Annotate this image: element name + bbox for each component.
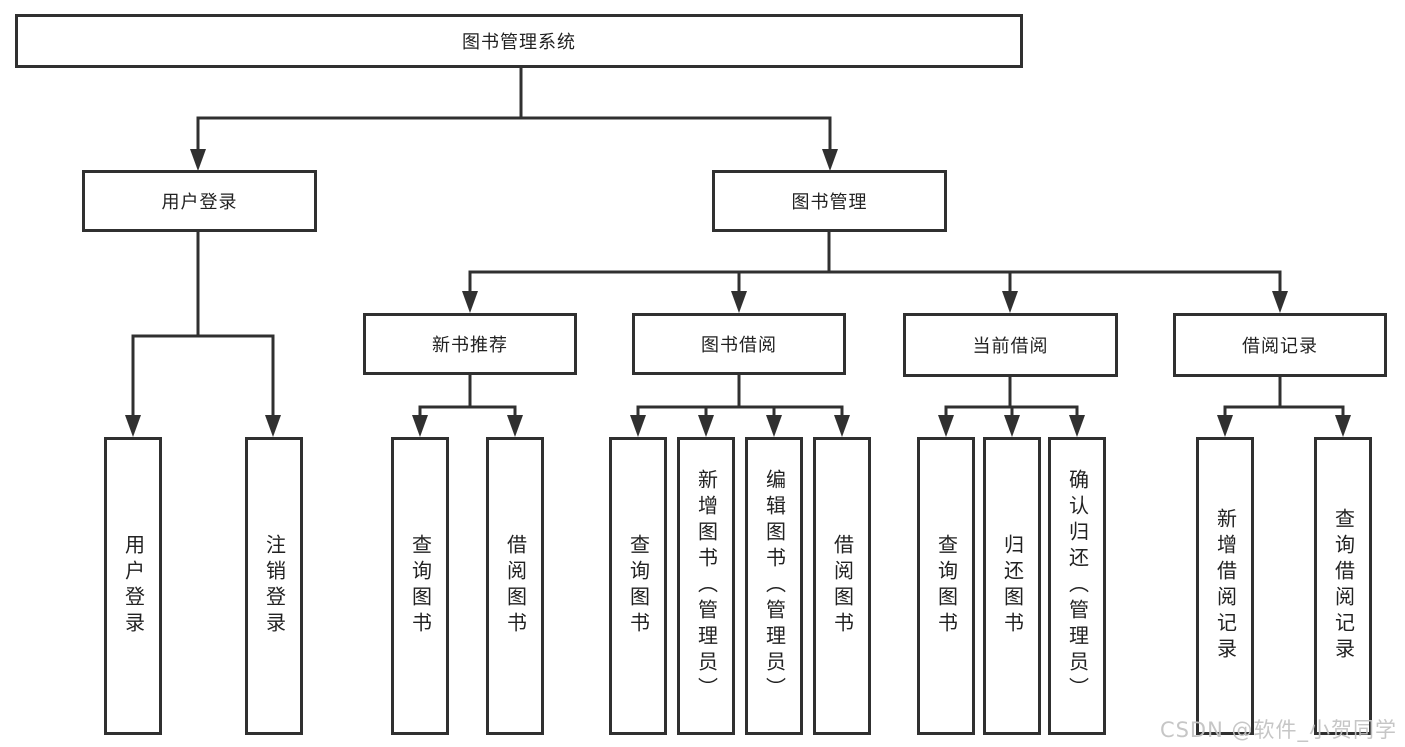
leaf-current-return-books: 归还图书	[983, 437, 1041, 735]
leaf-user-login: 用户登录	[104, 437, 162, 735]
leaf-logout: 注销登录	[245, 437, 303, 735]
node-book-borrow-label: 图书借阅	[701, 335, 777, 356]
node-new-book-recommend-label: 新书推荐	[432, 335, 508, 356]
leaf-record-query-borrow-record: 查询借阅记录	[1314, 437, 1372, 735]
leaf-borrow-query-books: 查询图书	[609, 437, 667, 735]
leaf-record-add-borrow-record: 新增借阅记录	[1196, 437, 1254, 735]
node-current-borrow: 当前借阅	[903, 313, 1118, 377]
node-user-login-label: 用户登录	[161, 192, 238, 213]
node-root-label: 图书管理系统	[462, 32, 576, 53]
leaf-recommend-query-books: 查询图书	[391, 437, 449, 735]
node-new-book-recommend: 新书推荐	[363, 313, 577, 375]
node-borrow-record-label: 借阅记录	[1242, 336, 1318, 357]
node-book-borrow: 图书借阅	[632, 313, 846, 375]
leaf-recommend-borrow-books: 借阅图书	[486, 437, 544, 735]
node-book-management-label: 图书管理	[791, 192, 868, 213]
leaf-borrow-add-books-admin: 新增图书（管理员）	[677, 437, 735, 735]
leaf-borrow-edit-books-admin: 编辑图书（管理员）	[745, 437, 803, 735]
node-user-login: 用户登录	[82, 170, 317, 232]
leaf-current-query-books: 查询图书	[917, 437, 975, 735]
csdn-watermark: CSDN @软件_小贺同学	[1159, 718, 1397, 742]
leaf-current-confirm-return-admin: 确认归还（管理员）	[1048, 437, 1106, 735]
node-book-management: 图书管理	[712, 170, 947, 232]
node-borrow-record: 借阅记录	[1173, 313, 1387, 377]
node-root: 图书管理系统	[15, 14, 1023, 68]
node-current-borrow-label: 当前借阅	[972, 336, 1049, 357]
leaf-borrow-borrow-books: 借阅图书	[813, 437, 871, 735]
